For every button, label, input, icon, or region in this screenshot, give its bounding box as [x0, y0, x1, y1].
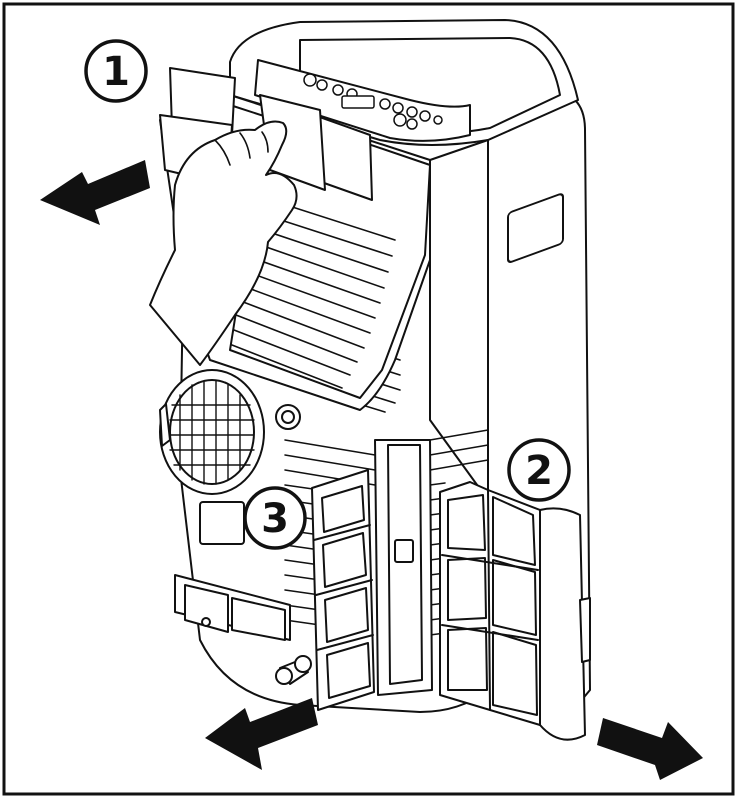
hand: [149, 120, 298, 366]
callout-3: 3: [243, 486, 307, 550]
drain-knob-lower: [275, 655, 312, 685]
center-column: [374, 439, 433, 696]
exhaust-vent: [159, 369, 265, 495]
front-body-edge: [429, 139, 489, 501]
label-plate: [199, 501, 245, 545]
arrow-left-upper: [40, 160, 150, 225]
side-handle-slot: [507, 193, 564, 263]
lower-bracket: [174, 574, 291, 641]
filter-2-panel: [439, 481, 591, 741]
control-buttons: [303, 73, 443, 130]
drain-knob-upper: [275, 404, 301, 430]
hand-finger-line: [214, 131, 269, 166]
callout-1-label: 1: [102, 49, 130, 95]
filter-3-panel: [311, 469, 375, 711]
callout-2-label: 2: [525, 448, 553, 494]
arrow-right-lower: [597, 718, 703, 780]
arrow-left-lower: [205, 698, 318, 770]
callout-2: 2: [507, 438, 571, 502]
callout-1: 1: [84, 39, 148, 103]
callout-3-label: 3: [261, 496, 289, 542]
